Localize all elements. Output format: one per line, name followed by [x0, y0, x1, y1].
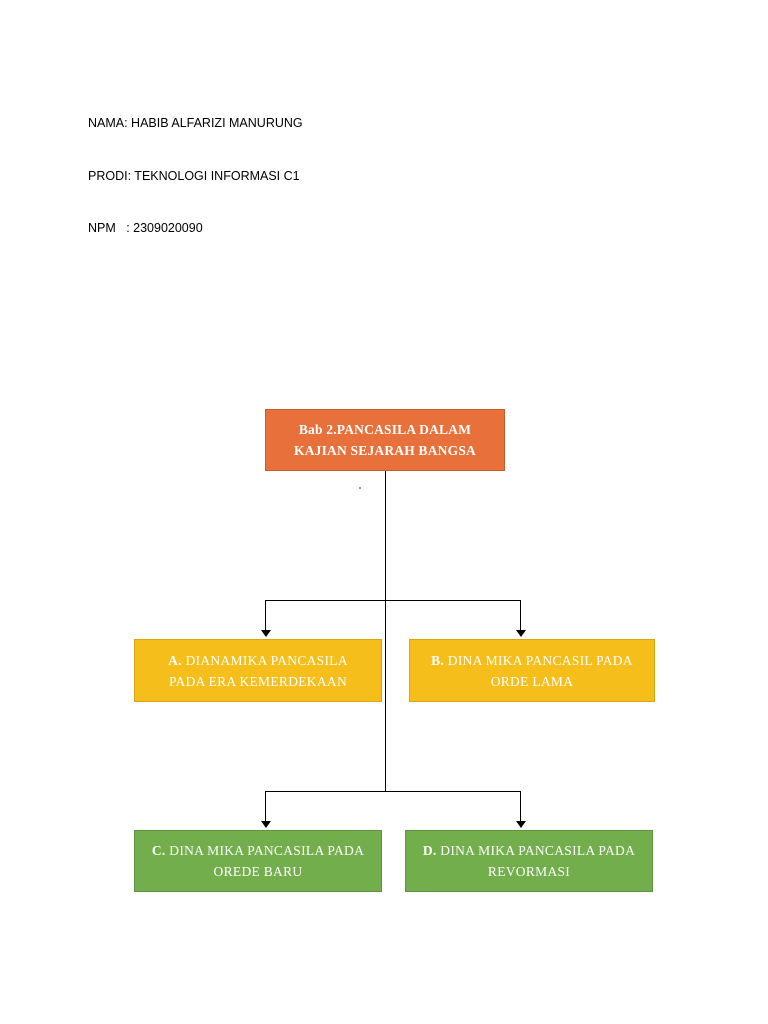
connector-trunk-vertical [385, 471, 386, 791]
node-c[interactable]: C. DINA MIKA PANCASILA PADA OREDE BARU [134, 830, 382, 892]
node-a-label-line2: PADA ERA KEMERDEKAAN [168, 673, 348, 689]
arrow-to-node-d [516, 821, 526, 828]
arrow-to-node-c [261, 821, 271, 828]
connector-level1-horizontal [265, 600, 520, 601]
node-a[interactable]: A. DIANAMIKA PANCASILA PADA ERA KEMERDEK… [134, 639, 382, 702]
node-d-label-line1: DINA MIKA PANCASILA PADA [436, 843, 636, 858]
node-b-label-line1: DINA MIKA PANCASIL PADA [444, 652, 633, 668]
connector-level2-horizontal [265, 791, 520, 792]
student-info-block: NAMA: HABIB ALFARIZI MANURUNG PRODI: TEK… [88, 80, 303, 255]
node-a-label-line1: DIANAMIKA PANCASILA [181, 652, 348, 668]
student-program-line: PRODI: TEKNOLOGI INFORMASI C1 [88, 168, 300, 183]
student-npm-line: NPM : 2309020090 [88, 221, 203, 235]
node-root-label-line2: KAJIAN SEJARAH BANGSA [294, 443, 476, 458]
stray-dot-mark [359, 487, 361, 489]
node-b-label-line2: ORDE LAMA [490, 673, 574, 689]
node-d-label-line2: REVORMASI [487, 864, 571, 879]
connector-level1-right-drop [520, 600, 521, 632]
node-c-label-line2: OREDE BARU [213, 864, 303, 879]
node-b-prefix: B. [431, 652, 445, 668]
node-b[interactable]: B. DINA MIKA PANCASIL PADA ORDE LAMA [409, 639, 655, 702]
node-c-prefix: C. [151, 843, 166, 858]
connector-level2-left-drop [265, 791, 266, 823]
connector-level1-left-drop [265, 600, 266, 632]
arrow-to-node-a [261, 630, 271, 637]
node-c-label-line1: DINA MIKA PANCASILA PADA [165, 843, 365, 858]
node-d[interactable]: D. DINA MIKA PANCASILA PADA REVORMASI [405, 830, 653, 892]
arrow-to-node-b [516, 630, 526, 637]
node-d-prefix: D. [422, 843, 437, 858]
connector-level2-right-drop [520, 791, 521, 823]
node-a-prefix: A. [168, 652, 182, 668]
node-root-label-line1: Bab 2.PANCASILA DALAM [298, 422, 472, 437]
node-root[interactable]: Bab 2.PANCASILA DALAM KAJIAN SEJARAH BAN… [265, 409, 505, 471]
student-name-line: NAMA: HABIB ALFARIZI MANURUNG [88, 116, 303, 130]
